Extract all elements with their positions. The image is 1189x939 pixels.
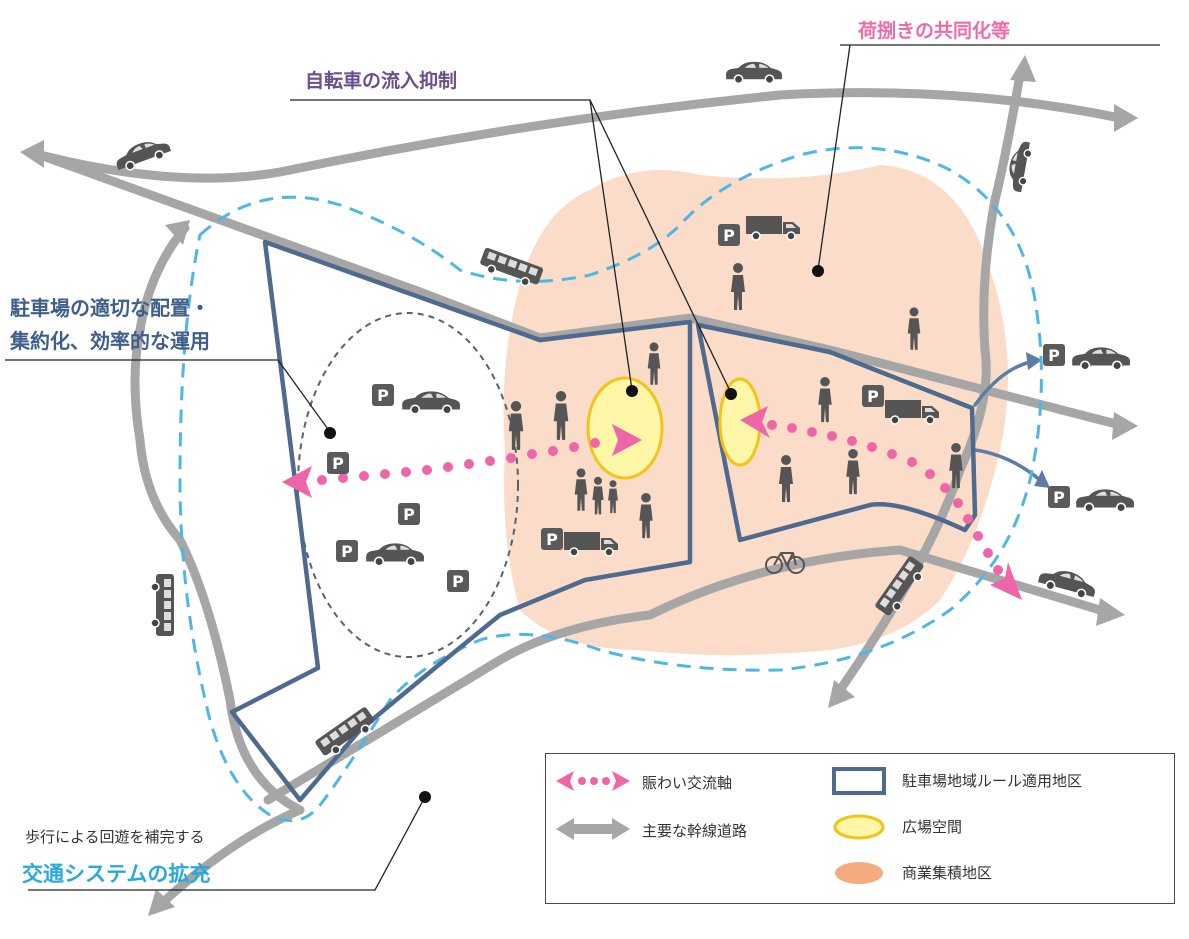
parking-sign: P — [447, 570, 469, 592]
district-boundary-west — [229, 239, 693, 803]
road-arrowhead — [165, 220, 190, 245]
cargo-sharing-label: 荷捌きの共同化等 — [858, 20, 1011, 42]
legend-label-plaza: 広場空間 — [902, 818, 963, 836]
lively-axis-legend-icon — [556, 771, 630, 791]
road-left-loop — [130, 223, 305, 815]
callout-line — [5, 359, 331, 433]
road-arrowhead — [148, 889, 175, 916]
svg-text:P: P — [1053, 488, 1065, 507]
road-arrowhead — [20, 140, 44, 168]
parking-sign: P — [541, 528, 563, 550]
callout-dot — [324, 427, 336, 439]
svg-text:P: P — [332, 454, 344, 473]
car-icon — [1071, 346, 1131, 370]
parking-sign: P — [336, 540, 358, 562]
callout-line — [589, 99, 732, 394]
parking-label-line2: 集約化、効率的な運用 — [10, 329, 210, 353]
road-bottom — [263, 545, 1105, 805]
lively-axis-west — [317, 438, 600, 485]
parking-label-line1: 駐車場の適切な配置・ — [10, 296, 210, 320]
legend: 賑わい交流軸 主要な幹線道路 駐車場地域ルール適用地区 広場空間 商業集積地区 — [545, 753, 1175, 904]
transit-expansion-label: 交通システムの拡充 — [22, 862, 211, 886]
callout-line — [817, 44, 851, 271]
transit-loop — [178, 146, 1043, 823]
callout-dot — [812, 265, 824, 277]
callout-dot — [725, 388, 737, 400]
legend-label-rule-area: 駐車場地域ルール適用地区 — [902, 772, 1083, 790]
road-arrowhead — [1010, 55, 1036, 82]
parking-sign: P — [327, 452, 349, 474]
bus-icon — [150, 573, 175, 637]
road-diagonal-main — [35, 150, 1125, 430]
parking-cluster-area — [297, 312, 519, 658]
car-icon — [111, 133, 174, 175]
road-legend-icon — [556, 818, 630, 840]
parking-sign: P — [862, 385, 884, 407]
svg-text:P: P — [452, 572, 464, 591]
branch-arrow — [973, 448, 1042, 482]
road-arrowhead — [1114, 104, 1138, 132]
branch-arrow — [973, 360, 1032, 407]
parking-sign: P — [718, 224, 740, 246]
legend-label-road: 主要な幹線道路 — [642, 822, 748, 840]
car-icon — [365, 542, 425, 566]
parking-sign: P — [1048, 486, 1070, 508]
svg-text:P: P — [723, 226, 735, 245]
plaza — [586, 376, 664, 480]
car-icon — [1075, 488, 1135, 512]
bicycle-control-label: 自転車の流入抑制 — [305, 70, 458, 92]
parking-sign: P — [1043, 344, 1065, 366]
callout-dot — [419, 791, 431, 803]
lively-axis-arrowhead — [282, 466, 312, 498]
branch-arrowhead — [1034, 470, 1050, 488]
plaza-legend-icon — [833, 814, 885, 840]
road-arrowhead — [828, 680, 855, 708]
car-icon — [725, 60, 783, 84]
lively-axis-arrowhead — [990, 562, 1022, 600]
commercial-legend-icon — [835, 862, 883, 884]
car-icon — [401, 390, 461, 414]
rule-area-legend-icon — [832, 767, 886, 795]
svg-text:P: P — [546, 530, 558, 549]
svg-text:P: P — [341, 542, 353, 561]
svg-text:P: P — [403, 505, 415, 524]
district-boundary-east — [695, 322, 978, 543]
parking-sign-group: P P P P P P P P P P — [327, 224, 1070, 592]
lively-axis-arrowhead — [740, 406, 770, 438]
svg-text:P: P — [377, 386, 389, 405]
walking-support-label: 歩行による回遊を補完する — [25, 828, 205, 846]
road-arrowhead — [1112, 412, 1138, 440]
lively-axis-east — [767, 420, 1003, 575]
road-arrowhead — [1096, 598, 1125, 626]
legend-label-axis: 賑わい交流軸 — [642, 774, 733, 792]
parking-sign: P — [372, 384, 394, 406]
callout-line — [28, 796, 426, 891]
callout-dot — [626, 385, 638, 397]
lively-axis-arrowhead — [612, 424, 642, 456]
branch-arrowhead — [1026, 352, 1042, 370]
parking-sign: P — [398, 503, 420, 525]
legend-label-commercial: 商業集積地区 — [902, 864, 993, 882]
svg-text:P: P — [1048, 346, 1060, 365]
road-top — [35, 88, 1125, 183]
svg-text:P: P — [867, 387, 879, 406]
